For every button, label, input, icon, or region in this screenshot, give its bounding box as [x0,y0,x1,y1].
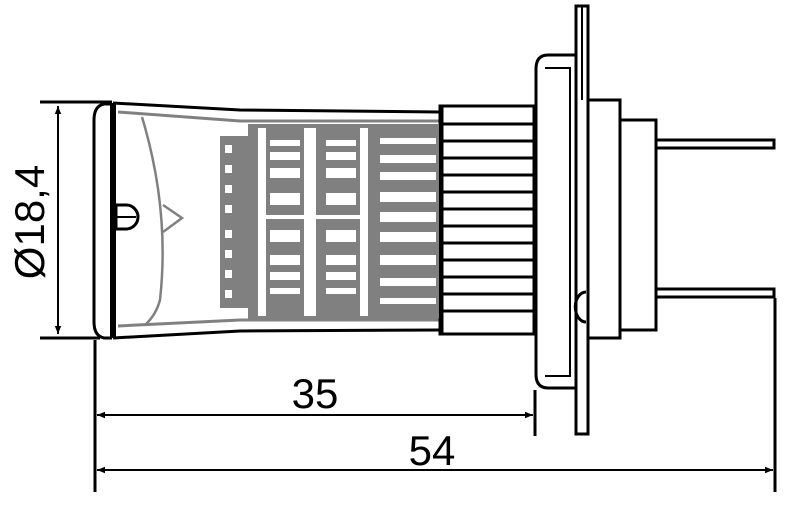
length-35-label: 35 [292,370,339,417]
length-54-label: 54 [409,427,456,474]
lens-cap [92,102,140,340]
connector-pins [654,138,776,299]
internal-led-board [117,110,440,328]
heatsink [438,104,536,336]
bulb-body [112,101,441,340]
length-dimensions [93,298,777,492]
diameter-label: Ø18,4 [6,165,53,279]
h7-base-flange [534,4,658,436]
diameter-dimension [40,100,112,340]
